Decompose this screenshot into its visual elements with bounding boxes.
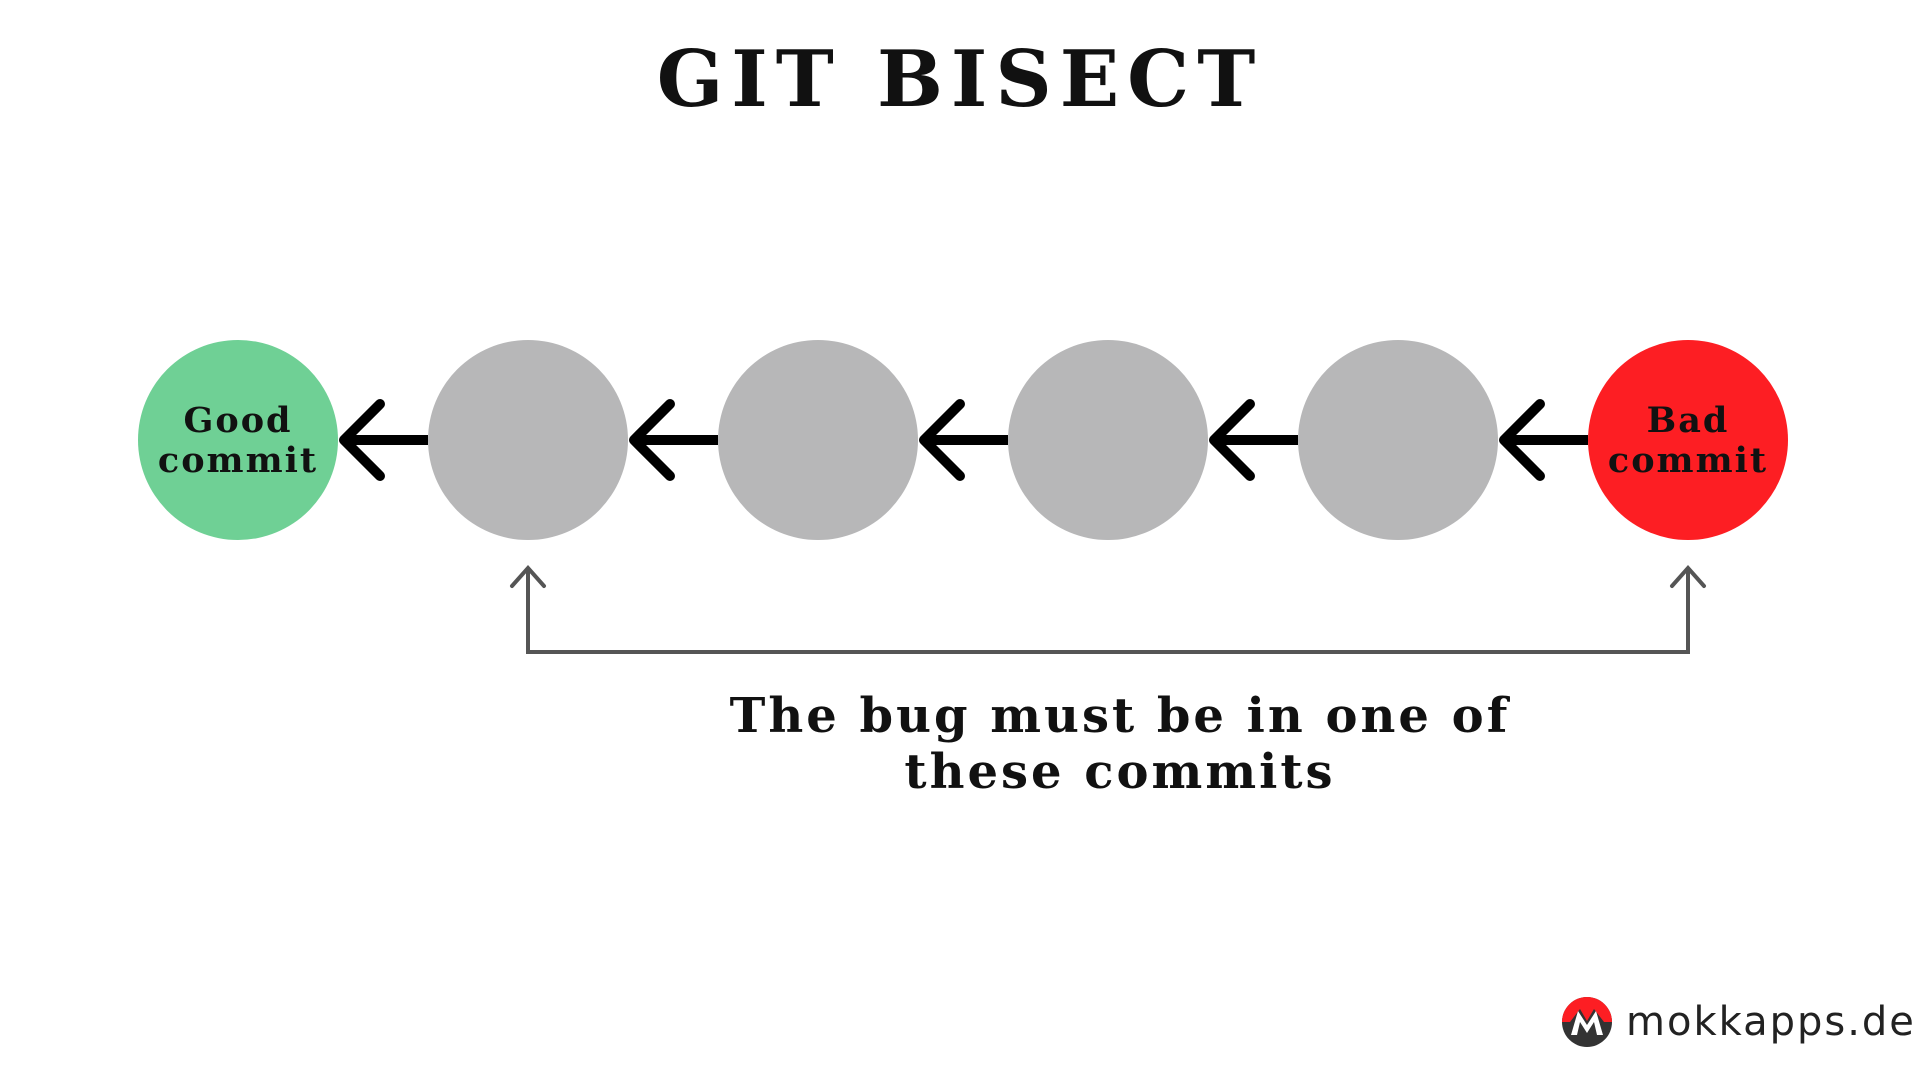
commit-label-line-1: Good bbox=[183, 400, 292, 441]
commit-arrow bbox=[919, 399, 1008, 481]
range-caption: The bug must be in one of these commits bbox=[660, 688, 1580, 800]
mokkapps-logo-icon bbox=[1562, 997, 1612, 1047]
commit-arrow bbox=[629, 399, 718, 481]
commit-arrow bbox=[1499, 399, 1588, 481]
commit-circle bbox=[718, 340, 918, 540]
commit-circle bbox=[428, 340, 628, 540]
commit-node-unknown bbox=[428, 340, 628, 540]
diagram-title: GIT BISECT bbox=[656, 34, 1264, 125]
commit-node-unknown bbox=[1008, 340, 1208, 540]
commit-node-unknown bbox=[1298, 340, 1498, 540]
commit-arrow bbox=[339, 399, 428, 481]
commit-circle bbox=[1298, 340, 1498, 540]
caption-line-1: The bug must be in one of bbox=[729, 688, 1511, 744]
commit-circle bbox=[1008, 340, 1208, 540]
bracket-line bbox=[526, 568, 1690, 654]
logo-text: mokkapps.de bbox=[1626, 999, 1916, 1045]
brand-logo: mokkapps.de bbox=[1560, 995, 1916, 1049]
commit-arrows bbox=[339, 399, 1588, 481]
commit-label-line-2: commit bbox=[158, 440, 318, 481]
commit-circle bbox=[138, 340, 338, 540]
bracket-arrowhead bbox=[510, 564, 546, 588]
commit-label-line-2: commit bbox=[1608, 440, 1768, 481]
caption-line-2: these commits bbox=[904, 744, 1336, 800]
bracket-arrowhead bbox=[1670, 564, 1706, 588]
commit-circle bbox=[1588, 340, 1788, 540]
commit-node-unknown bbox=[718, 340, 918, 540]
commit-label-line-1: Bad bbox=[1647, 400, 1730, 441]
range-bracket bbox=[510, 564, 1706, 654]
commit-arrow bbox=[1209, 399, 1298, 481]
